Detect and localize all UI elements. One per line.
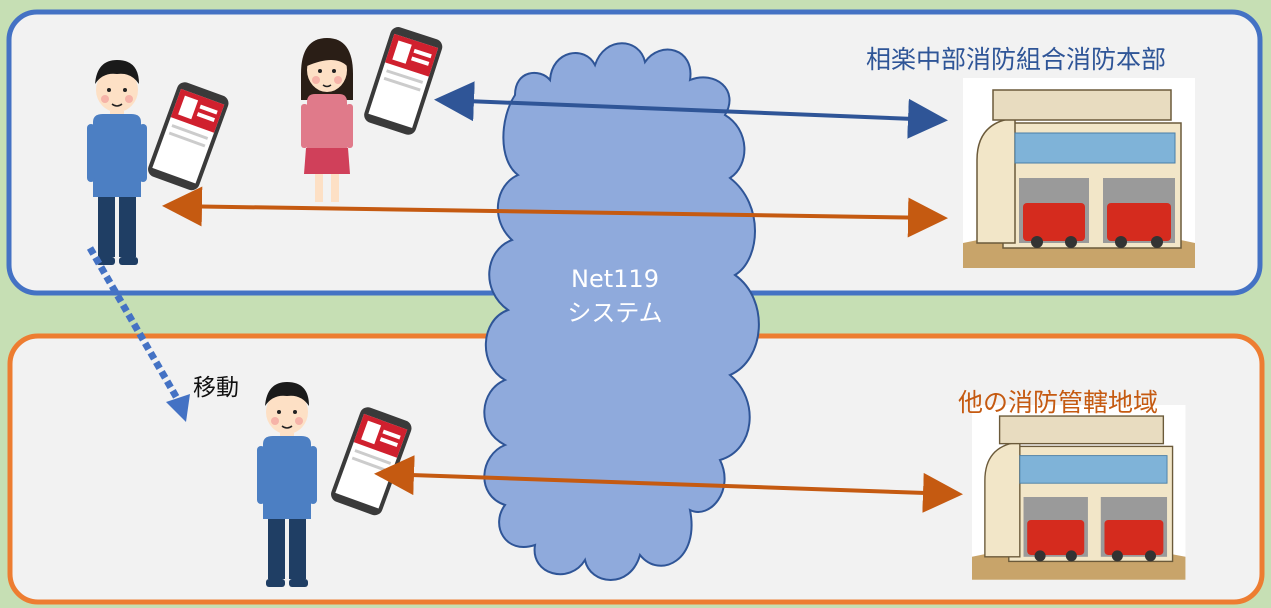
move-arrow-head bbox=[166, 394, 190, 422]
cloud-label-line2: システム bbox=[567, 299, 663, 327]
top-region-title: 相楽中部消防組合消防本部 bbox=[866, 45, 1167, 74]
blue-double-arrow bbox=[434, 81, 948, 139]
cloud-label-line1: Net119 bbox=[571, 265, 659, 293]
move-label: 移動 bbox=[193, 375, 239, 401]
bottom-region-title: 他の消防管轄地域 bbox=[958, 388, 1159, 417]
cloud-label: Net119 システム bbox=[505, 262, 725, 330]
fire-station-icon bbox=[971, 404, 1187, 581]
fire-station-icon bbox=[962, 77, 1196, 269]
orange-double-arrow-top bbox=[162, 186, 948, 238]
move-dotted-arrow bbox=[86, 246, 182, 402]
orange-double-arrow-bottom bbox=[374, 455, 963, 513]
